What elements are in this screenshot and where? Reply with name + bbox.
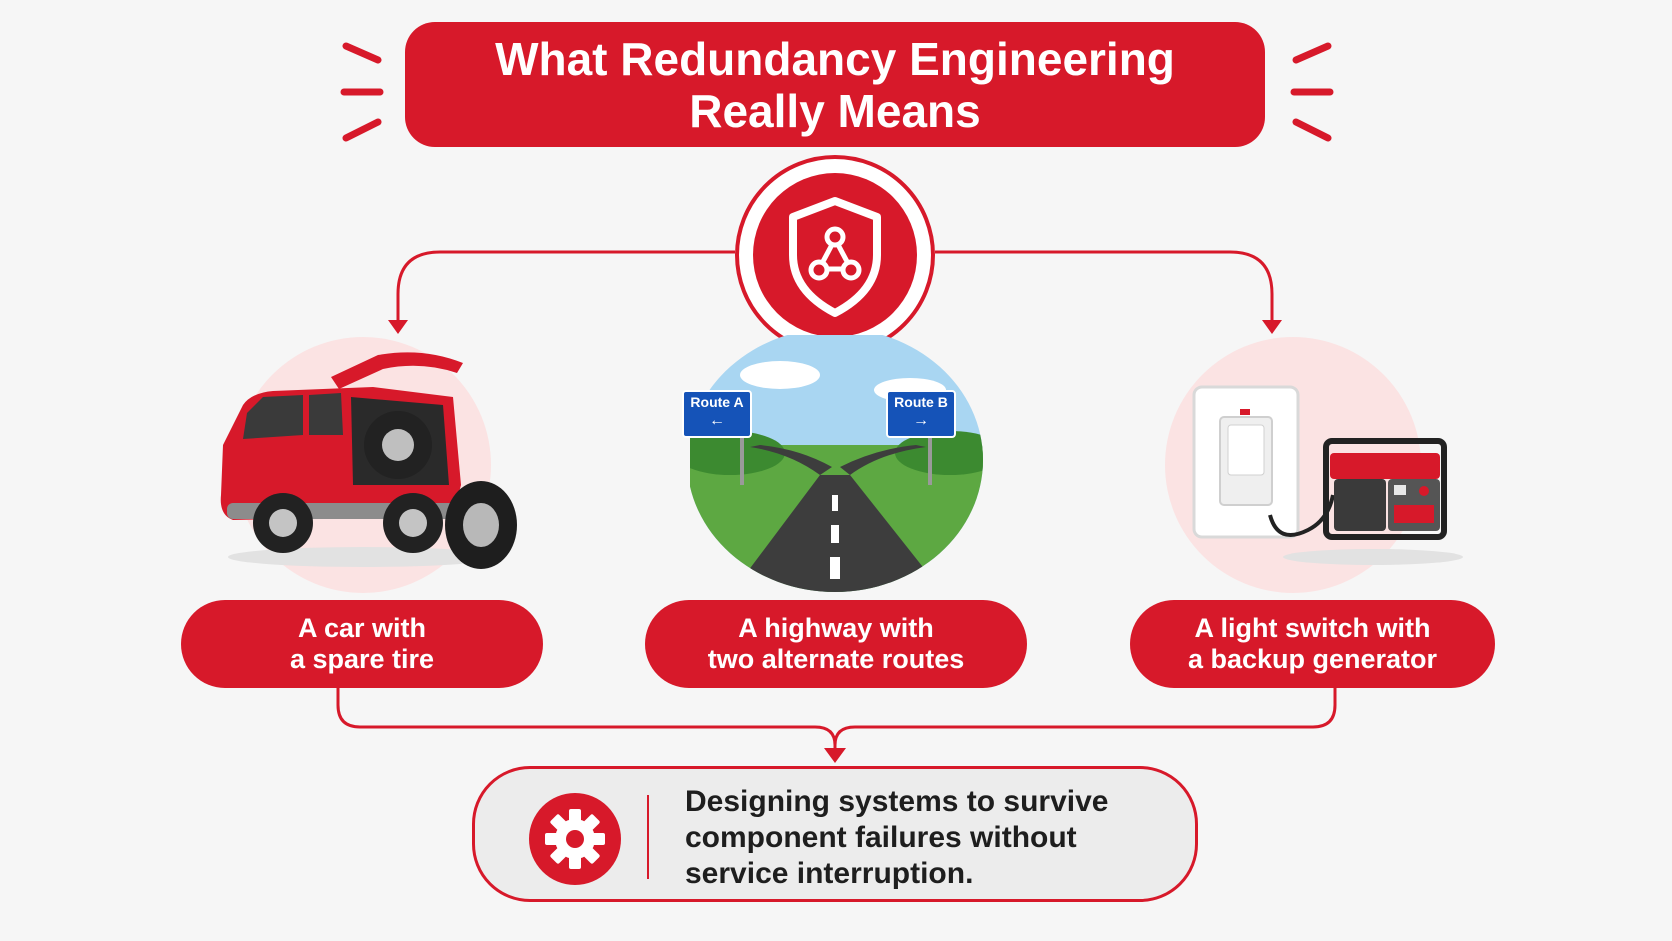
car-spare-tire-illustration: [213, 335, 517, 595]
example-label-car: A car with a spare tire: [181, 600, 543, 688]
arrowhead-car: [388, 320, 408, 334]
summary-line-2: component failures without: [685, 821, 1077, 854]
arrow-left-icon: ←: [709, 412, 725, 429]
arrowhead-generator: [1262, 320, 1282, 334]
connector-hub-to-generator: [935, 250, 1274, 325]
burst-lines-left-icon: [340, 42, 384, 142]
arrow-right-icon: →: [913, 412, 929, 429]
title-line-1: What Redundancy Engineering: [495, 32, 1175, 85]
route-b-sign: Route B →: [886, 390, 956, 438]
title-banner: What Redundancy Engineering Really Means: [405, 22, 1265, 147]
example-label-generator: A light switch with a backup generator: [1130, 600, 1495, 688]
example-generator-line-2: a backup generator: [1187, 644, 1438, 674]
connector-hub-to-car: [396, 250, 735, 325]
example-car-line-2: a spare tire: [289, 644, 435, 674]
summary-line-1: Designing systems to survive: [685, 785, 1109, 818]
summary-card: Designing systems to survive component f…: [472, 766, 1198, 902]
example-highway-line-1: A highway with: [738, 613, 934, 643]
gear-badge: [529, 793, 621, 885]
arrowhead-summary: [824, 748, 846, 763]
switch-generator-illustration: [1158, 335, 1463, 595]
title-line-2: Really Means: [689, 84, 981, 137]
shield-network-icon: [789, 197, 881, 317]
route-a-label: Route A: [690, 394, 744, 410]
highway-fork-illustration: Route A ← Route B →: [682, 335, 990, 595]
route-a-sign: Route A ←: [682, 390, 752, 438]
gear-icon: [545, 809, 605, 869]
example-highway-line-2: two alternate routes: [707, 644, 965, 674]
example-car-line-1: A car with: [297, 613, 427, 643]
burst-lines-right-icon: [1290, 42, 1334, 142]
summary-line-3: service interruption.: [685, 857, 974, 890]
connector-car-to-summary: [336, 688, 837, 752]
summary-text: Designing systems to survive component f…: [685, 784, 1185, 892]
connector-generator-to-summary: [833, 688, 1337, 746]
redundancy-hub: [735, 155, 935, 355]
summary-divider: [647, 795, 649, 879]
example-label-highway: A highway with two alternate routes: [645, 600, 1027, 688]
example-generator-line-1: A light switch with: [1194, 613, 1431, 643]
route-b-label: Route B: [894, 394, 948, 410]
